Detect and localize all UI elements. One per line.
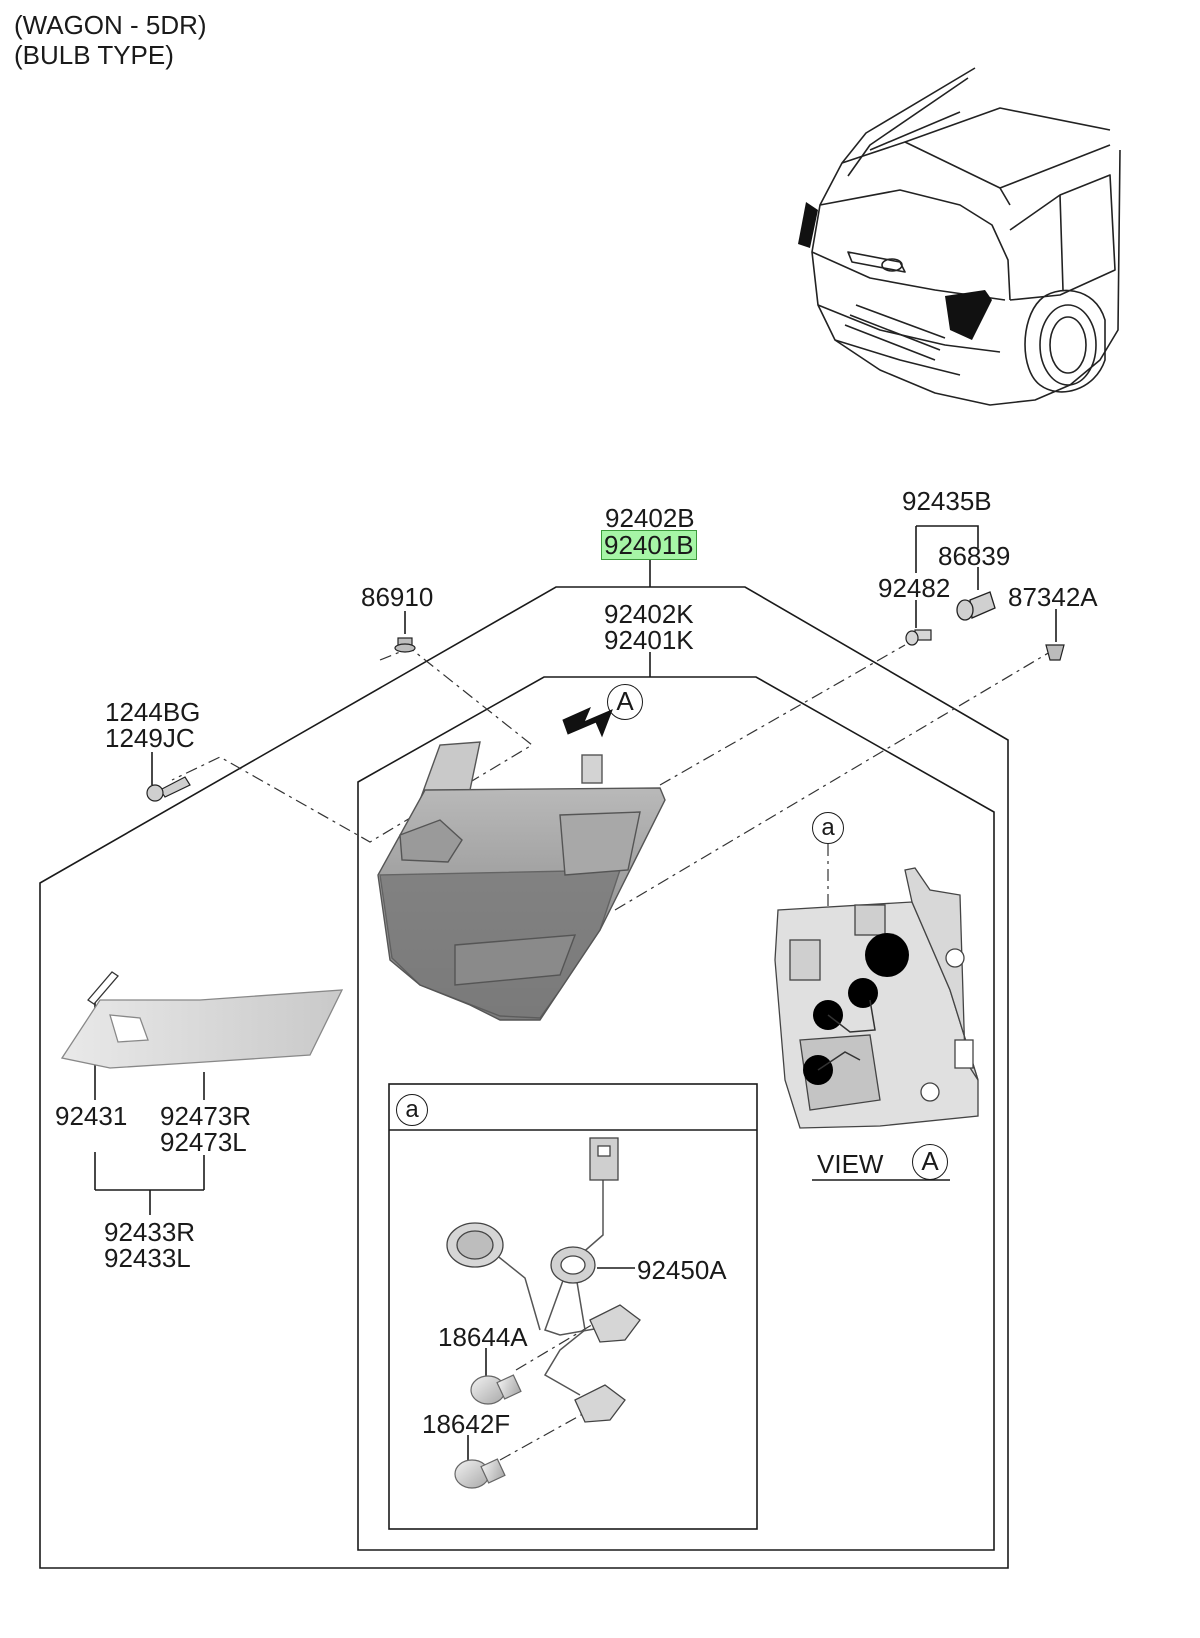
vehicle-location-illustration — [811, 67, 1121, 406]
part-92431[interactable]: 92431 — [55, 1101, 128, 1131]
nut-86839 — [956, 591, 996, 621]
callout-A-view: A — [912, 1144, 948, 1180]
fastener-86910 — [394, 637, 416, 653]
part-86839[interactable]: 86839 — [938, 541, 1011, 571]
part-1244BG[interactable]: 1244BG — [105, 697, 201, 727]
lamp-type-label: (BULB TYPE) — [14, 40, 174, 70]
grommet — [550, 1246, 596, 1284]
part-92401B-highlighted[interactable]: 92401B — [601, 530, 697, 560]
socket-upper — [589, 1304, 641, 1343]
socket-lower — [574, 1384, 626, 1423]
part-92482[interactable]: 92482 — [878, 573, 951, 603]
part-1249JC[interactable]: 1249JC — [105, 723, 195, 753]
view-direction-arrow — [562, 707, 613, 738]
part-92402K[interactable]: 92402K — [604, 599, 694, 629]
part-92473L[interactable]: 92473L — [160, 1127, 247, 1157]
part-92450A[interactable]: 92450A — [637, 1255, 727, 1285]
socket-large — [446, 1222, 504, 1268]
callout-A-arrow: A — [607, 684, 643, 720]
model-variant-label: (WAGON - 5DR) — [14, 10, 207, 40]
part-92473R[interactable]: 92473R — [160, 1101, 252, 1131]
part-92433R[interactable]: 92433R — [104, 1217, 196, 1247]
part-86910[interactable]: 86910 — [361, 582, 434, 612]
callout-a-detail: a — [396, 1094, 428, 1126]
bolt-92482 — [905, 629, 932, 646]
screw-1244BG — [146, 776, 191, 802]
part-87342A[interactable]: 87342A — [1008, 582, 1098, 612]
bulb-18644A — [470, 1374, 522, 1405]
view-label: VIEW — [817, 1149, 884, 1179]
part-92433L[interactable]: 92433L — [104, 1243, 191, 1273]
part-92435B[interactable]: 92435B — [902, 486, 992, 516]
part-18642F[interactable]: 18642F — [422, 1409, 511, 1439]
part-92402B[interactable]: 92402B — [605, 503, 695, 533]
rear-combination-lamp — [377, 741, 666, 1021]
emblem-92431 — [87, 971, 119, 1005]
part-18644A[interactable]: 18644A — [438, 1322, 528, 1352]
part-92401K[interactable]: 92401K — [604, 625, 694, 655]
highlighted-lamp-right — [945, 290, 992, 340]
highlighted-lamp-left — [798, 202, 818, 248]
wiring-harness-92450A — [489, 1180, 604, 1396]
bulb-18642F — [454, 1458, 506, 1489]
clip-87342A — [1045, 644, 1065, 661]
connector — [589, 1137, 619, 1181]
garnish-92473 — [60, 989, 344, 1069]
callout-a-view: a — [812, 812, 844, 844]
